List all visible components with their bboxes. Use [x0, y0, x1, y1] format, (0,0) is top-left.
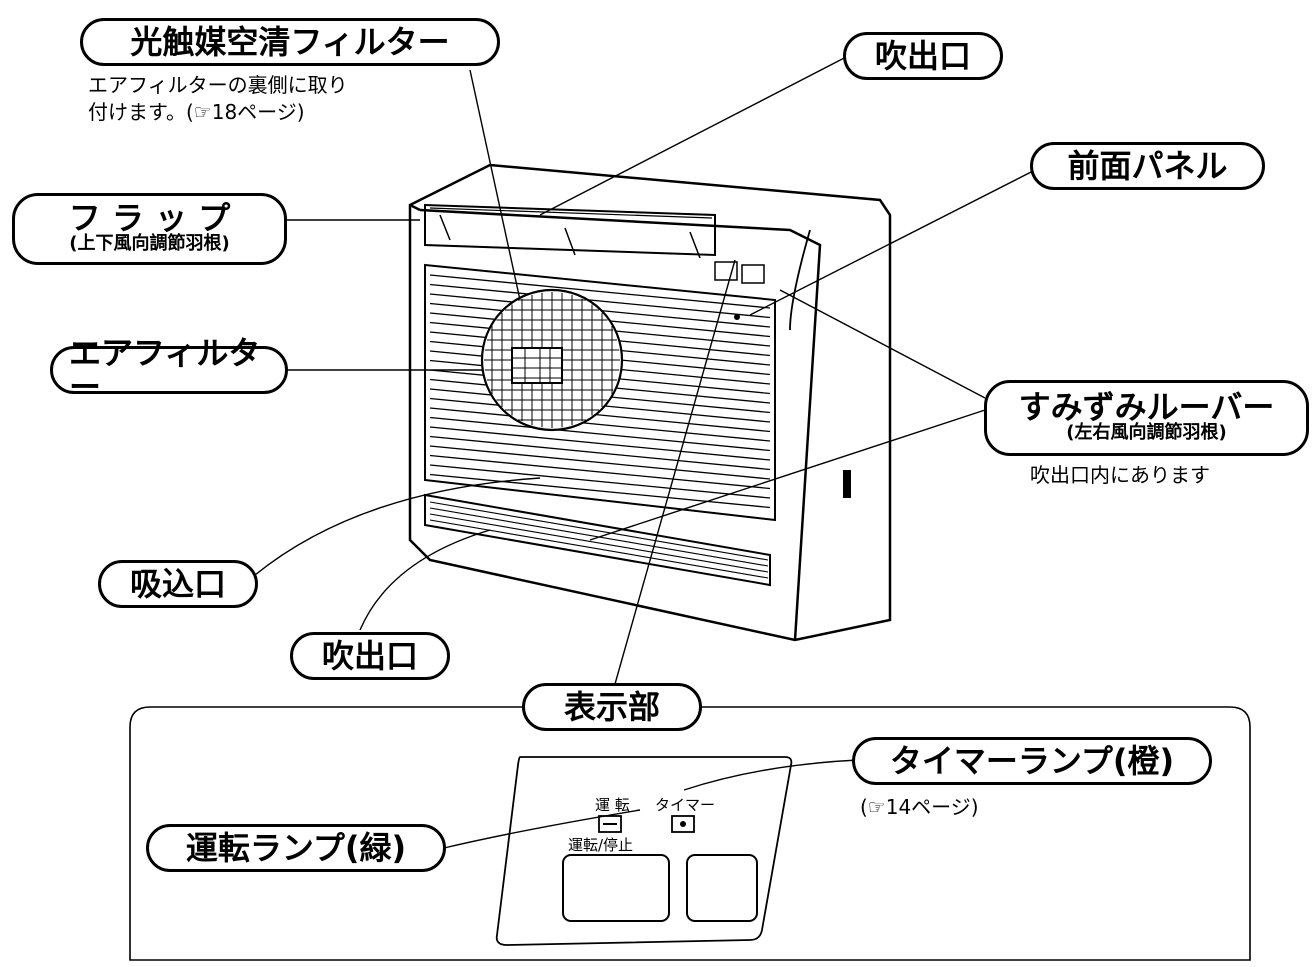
display-label: 表示部: [522, 683, 702, 731]
panel-run-stop-text: 運転/停止: [568, 836, 634, 854]
outlet-slat: [429, 501, 769, 561]
grille-slat: [429, 445, 771, 480]
panel-timer-text: タイマー: [655, 796, 716, 814]
grille-slat: [429, 435, 771, 471]
inlet-label: 吸込口: [98, 560, 258, 608]
louver-title: すみずみルーバー: [1018, 388, 1275, 426]
outlet-slat: [429, 519, 769, 579]
photocatalyst-note-line2: 付けます。(☞18ページ): [88, 100, 305, 124]
grille-slat: [429, 283, 771, 319]
timer-button[interactable]: [686, 854, 758, 922]
flap-label: フ ラ ッ プ (上下風向調節羽根): [12, 193, 287, 265]
timer-lamp-label: タイマーランプ(橙): [852, 737, 1212, 785]
panel-run-text: 運 転: [595, 796, 630, 814]
outlet-slat: [429, 507, 769, 567]
grille-slat: [429, 416, 771, 452]
timer-lamp-note: (☞14ページ): [860, 795, 979, 819]
photocatalyst-filter-label: 光触媒空清フィルター: [80, 18, 500, 66]
cabinet-outline: [408, 163, 892, 642]
grille-slat: [429, 454, 771, 490]
photocatalyst-note-line1: エアフィルターの裏側に取り: [88, 73, 348, 97]
run-lamp-label: 運転ランプ(緑): [146, 824, 446, 872]
grille-slat: [429, 397, 771, 433]
top-outlet-label: 吹出口: [843, 32, 1003, 80]
grille-slat: [429, 274, 771, 309]
louver-note: 吹出口内にあります: [1030, 463, 1210, 487]
display-panel-outline: [495, 756, 793, 946]
outlet-slat: [429, 513, 769, 573]
air-filter-label: エアフィルター: [50, 336, 288, 404]
grille-slat: [429, 426, 771, 461]
louver-subtitle: (左右風向調節羽根): [1066, 422, 1227, 443]
grille-slat: [429, 407, 771, 442]
flap-subtitle: (上下風向調節羽根): [69, 233, 230, 254]
bottom-outlet-slats: [429, 501, 769, 579]
grille-slat: [429, 473, 771, 509]
run-lamp-indicator: [598, 815, 622, 833]
front-panel-label: 前面パネル: [1030, 142, 1265, 190]
grille-slat: [429, 464, 771, 499]
timer-lamp-indicator: [671, 815, 695, 833]
louver-label: すみずみルーバー (左右風向調節羽根): [984, 380, 1309, 456]
filter-cutaway: [480, 288, 624, 432]
run-stop-button[interactable]: [562, 854, 670, 922]
flap-title: フ ラ ッ プ: [68, 199, 231, 237]
display-section-frame: [129, 706, 1251, 961]
bottom-outlet-label: 吹出口: [290, 632, 450, 680]
